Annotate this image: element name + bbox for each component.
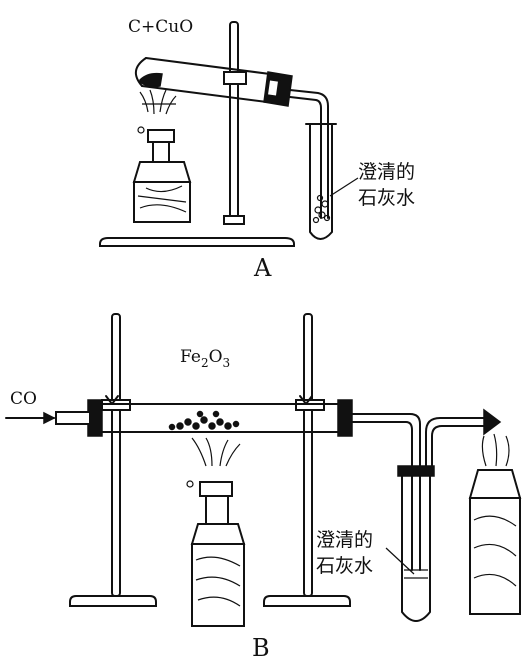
delivery-tube-b [351,413,421,571]
caption-a: A [253,254,272,282]
reactant-a-label: C+CuO [128,17,193,37]
stand-b-left [69,313,157,607]
reactant-b-label: Fe2O3 [180,347,230,370]
setup-b: CO Fe2O3 澄清的 石灰水 B [5,313,522,662]
lamp-b-right [468,433,522,615]
combustion-tube-b [55,395,353,437]
limewater-a-label-line2: 石灰水 [358,187,415,209]
test-tube-b-receiver [397,465,435,622]
limewater-a-label-line1: 澄清的 [358,161,415,183]
label-pointer-b [385,547,415,575]
exhaust-tube-b [425,417,489,473]
stand-a-pole [229,21,239,219]
setup-a: C+CuO 澄清的 石灰水 A [99,17,415,282]
label-pointer-a [329,177,359,197]
limewater-b-label-line1: 澄清的 [316,529,373,551]
lamp-a [132,89,192,223]
lamp-b-left [186,437,246,627]
reactant-b-powder [168,410,240,431]
delivery-tube-a [289,89,329,219]
reactant-a-powder [139,72,163,88]
test-tube-a [135,57,293,107]
stand-b-right [263,313,351,607]
gas-label: CO [10,389,37,409]
stand-a-base [99,237,295,247]
test-tube-a-receiver [305,123,337,240]
limewater-b-label-line2: 石灰水 [316,555,373,577]
nozzle-b [483,408,502,436]
stand-a-foot [223,215,245,225]
caption-b: B [252,634,270,662]
stand-a-clamp [223,71,247,85]
gas-inlet-arrow [5,411,56,425]
